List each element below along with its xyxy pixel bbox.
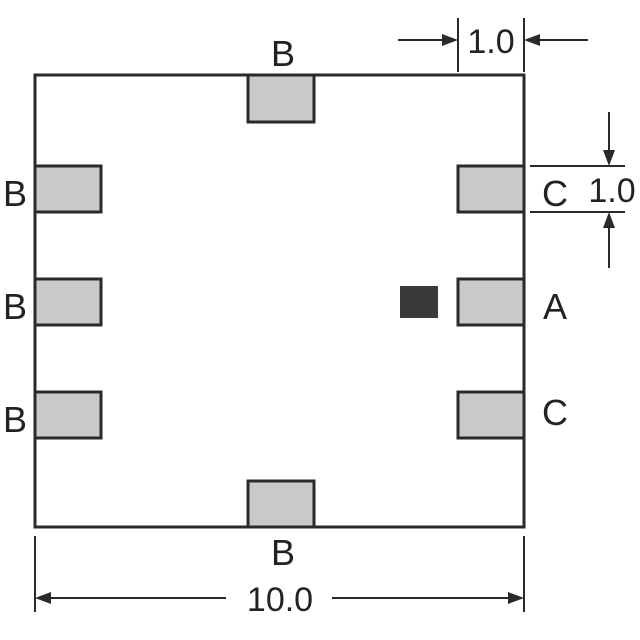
label-pad-right-1: C [542, 173, 568, 214]
pad-bottom [246, 479, 316, 529]
pad-right-2 [456, 277, 526, 327]
label-pad-right-2: A [543, 286, 567, 327]
pin-one-marker [400, 286, 438, 318]
label-pad-left-3: B [3, 399, 27, 440]
pad-left-3 [33, 390, 103, 440]
label-pad-bottom: B [271, 532, 295, 573]
pad-height-dimension: 1.0 [530, 112, 636, 268]
pad-top [246, 73, 316, 124]
pad-right-3 [456, 390, 526, 440]
package-body [33, 73, 526, 529]
overall-width-dimension: 10.0 [34, 536, 525, 619]
label-pad-left-2: B [3, 286, 27, 327]
pad-width-value: 1.0 [467, 23, 514, 61]
label-pad-top: B [271, 33, 295, 74]
pad-height-value: 1.0 [588, 172, 635, 210]
pad-left-1 [33, 164, 103, 214]
pad-right-1 [456, 164, 526, 214]
pad-width-dimension: 1.0 [398, 18, 588, 72]
overall-width-value: 10.0 [247, 581, 313, 619]
label-pad-left-1: B [3, 173, 27, 214]
pad-left-2 [33, 277, 103, 327]
label-pad-right-3: C [542, 392, 568, 433]
